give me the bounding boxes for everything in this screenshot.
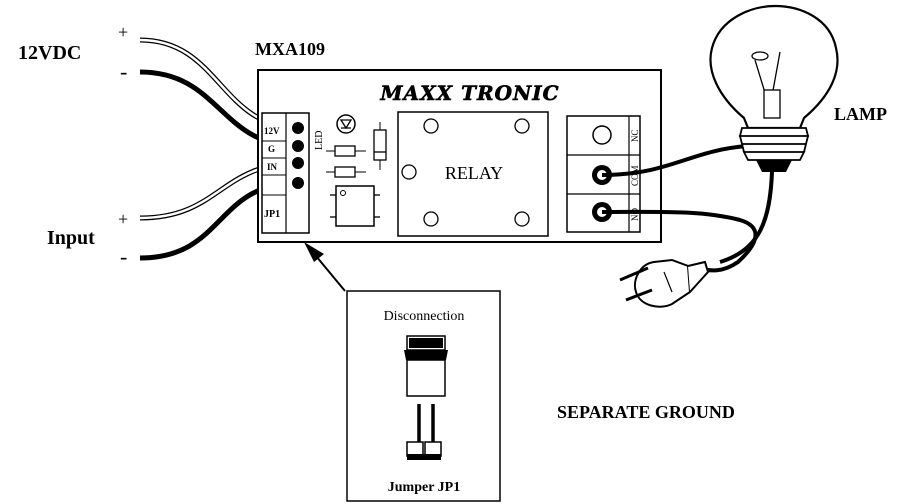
input-minus-label: - (120, 244, 127, 269)
relay-label: RELAY (445, 163, 503, 183)
led-label: LED (314, 131, 325, 150)
plug-icon (619, 258, 710, 308)
screw-in-minus (292, 177, 304, 189)
callout-arrow (304, 242, 346, 292)
jumper-pins-icon (406, 404, 442, 460)
input-label: Input (47, 227, 95, 249)
terminal-label-no: NO (630, 208, 640, 221)
terminal-label-12v: 12V (264, 126, 280, 136)
brand-logo: MAXX TRONIC (379, 81, 559, 105)
left-terminal-block: 12V G IN JP1 (261, 112, 310, 234)
supply-minus-label: - (120, 59, 127, 84)
separate-ground-label: SEPARATE GROUND (557, 402, 735, 422)
terminal-label-jp1: JP1 (264, 209, 280, 220)
callout-caption: Jumper JP1 (388, 480, 460, 495)
jumper-callout: Disconnection Jumper JP1 (346, 290, 501, 502)
screw-12v (292, 122, 304, 134)
ic-chip-icon (330, 185, 380, 227)
screw-in-plus (292, 157, 304, 169)
terminal-label-com: COM (630, 165, 640, 186)
supply-plus-label: + (118, 22, 128, 42)
input-plus-label: + (118, 209, 128, 229)
lamp-wires (601, 144, 774, 273)
jumper-cap-icon (404, 335, 448, 397)
screw-nc (592, 125, 612, 145)
lamp-label: LAMP (834, 104, 887, 124)
callout-title: Disconnection (384, 309, 465, 324)
led-icon (336, 114, 356, 134)
lamp-icon (709, 4, 839, 172)
screw-g (292, 140, 304, 152)
model-label: MXA109 (255, 39, 325, 59)
terminal-label-in: IN (267, 162, 278, 172)
components: LED (314, 114, 387, 227)
terminal-label-g: G (268, 144, 275, 154)
terminal-label-nc: NC (630, 129, 640, 142)
resistor-icon (326, 145, 366, 178)
relay: RELAY (397, 111, 549, 237)
supply-label: 12VDC (18, 42, 81, 64)
diode-icon (373, 122, 387, 170)
